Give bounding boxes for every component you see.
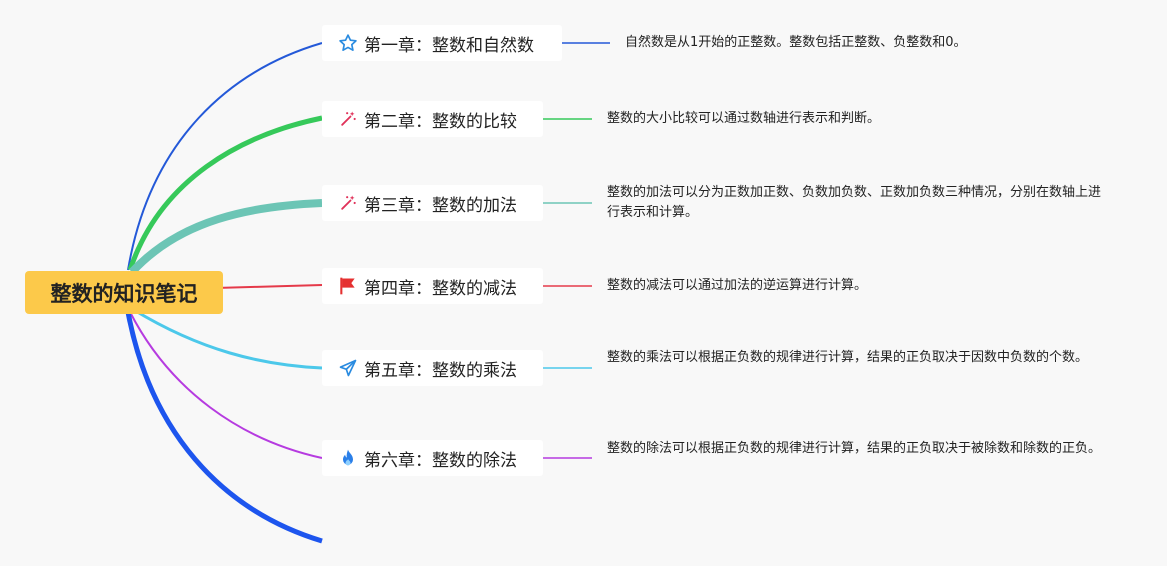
branch-curve-tail [125, 311, 323, 544]
branch-curve-3 [129, 199, 323, 275]
sparkle-wand-icon [338, 193, 358, 213]
paper-plane-icon [338, 358, 358, 378]
root-topic[interactable]: 整数的知识笔记 [25, 271, 223, 314]
chapter-label-6: 第六章：整数的除法 [364, 450, 517, 471]
chapter-note-2: 整数的大小比较可以通过数轴进行表示和判断。 [607, 111, 881, 126]
red-flag-icon [338, 276, 358, 296]
chapter-note-4: 整数的减法可以通过加法的逆运算进行计算。 [607, 278, 868, 293]
chapter-note-1: 自然数是从1开始的正整数。整数包括正整数、负整数和0。 [625, 35, 967, 50]
chapter-note-3: 整数的加法可以分为正数加正数、负数加负数、正数加负数三种情况，分别在数轴上进行表… [607, 185, 1102, 220]
branch-curve-2 [127, 115, 323, 271]
star-outline-icon [338, 33, 358, 53]
branch-curve-6 [129, 311, 323, 459]
chapter-label-4: 第四章：整数的减法 [364, 278, 517, 299]
flame-icon [338, 448, 358, 468]
chapter-label-2: 第二章：整数的比较 [364, 111, 517, 132]
chapter-node-5[interactable]: 第五章：整数的乘法 [322, 350, 543, 386]
chapter-node-6[interactable]: 第六章：整数的除法 [322, 440, 543, 476]
root-topic-label: 整数的知识笔记 [50, 281, 198, 306]
chapter-label-5: 第五章：整数的乘法 [364, 360, 517, 381]
sparkle-wand-icon [338, 109, 358, 129]
chapter-node-3[interactable]: 第三章：整数的加法 [322, 185, 543, 221]
chapter-note-5: 整数的乘法可以根据正负数的规律进行计算，结果的正负取决于因数中负数的个数。 [607, 350, 1089, 365]
chapter-label-3: 第三章：整数的加法 [364, 195, 517, 216]
branch-curve-5 [133, 308, 323, 370]
chapter-node-2[interactable]: 第二章：整数的比较 [322, 101, 543, 137]
chapter-node-1[interactable]: 第一章：整数和自然数 [322, 25, 562, 61]
chapter-label-1: 第一章：整数和自然数 [364, 35, 534, 56]
chapter-note-6: 整数的除法可以根据正负数的规律进行计算，结果的正负取决于被除数和除数的正负。 [607, 441, 1102, 456]
chapter-node-4[interactable]: 第四章：整数的减法 [322, 268, 543, 304]
branch-curve-1 [127, 42, 323, 271]
branch-curve-4 [214, 284, 323, 289]
